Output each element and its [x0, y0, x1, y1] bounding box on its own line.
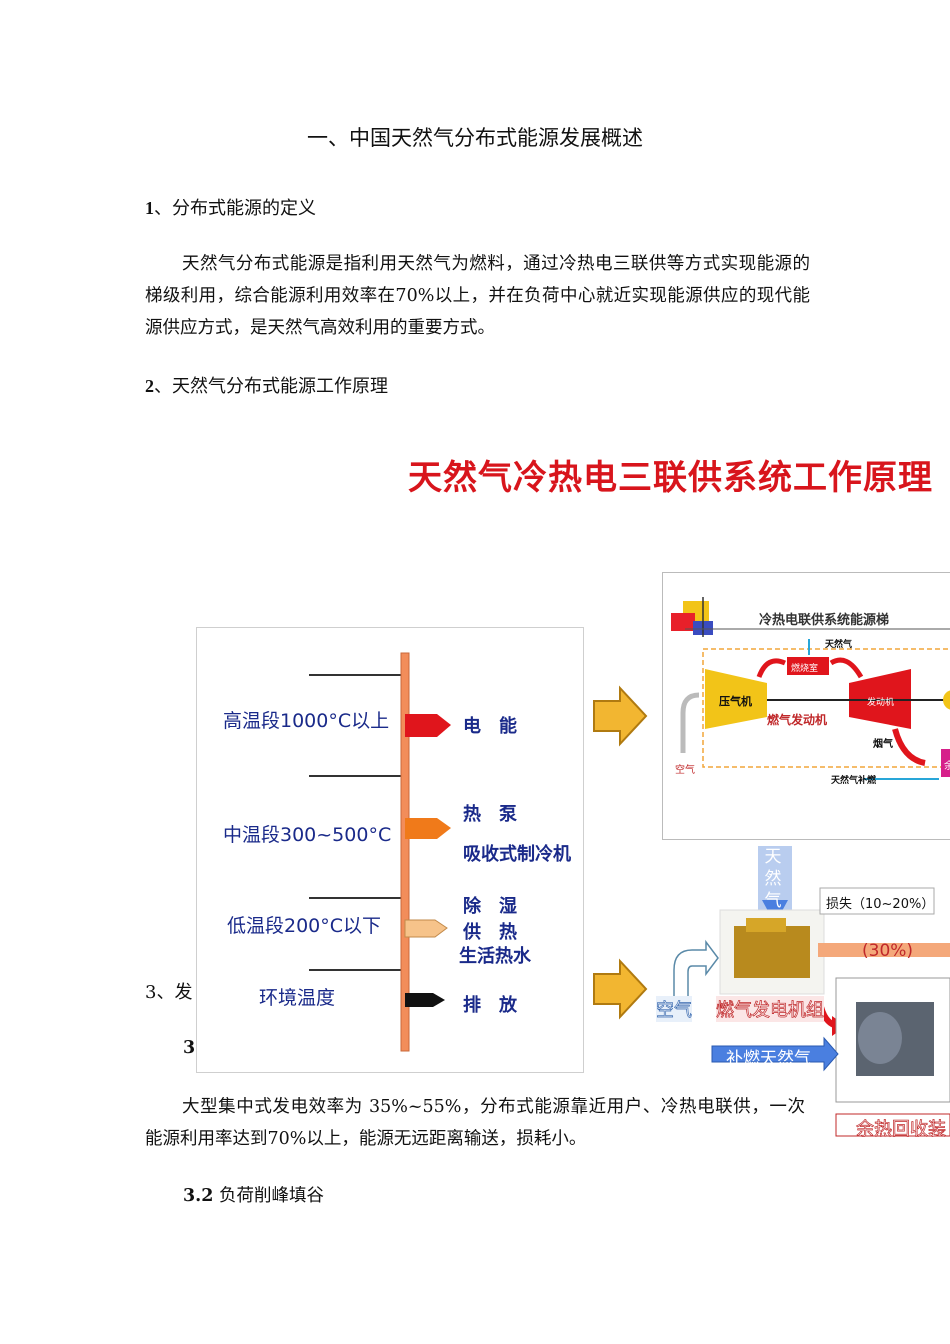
heat-recovery-label: 余热回收装: [856, 1119, 947, 1141]
definition-paragraph: 天然气分布式能源是指利用天然气为燃料，通过冷热电三联供等方式实现能源的梯级利用，…: [145, 254, 810, 338]
gas-engine-label: 燃气发动机: [767, 713, 828, 727]
generator-flow-diagram: [673, 846, 950, 1137]
loss-label: 损失（10~20%）: [826, 897, 935, 912]
high-temp-label: 高温段1000°C以上: [223, 710, 390, 732]
efficiency-paragraph: 大型集中式发电效率为 35%~55%，分布式能源靠近用户、冷热电联供，一次能源利…: [145, 1097, 805, 1149]
compressor-label: 压气机: [719, 695, 752, 708]
supplementary-gas-label: 天然气补燃: [831, 776, 877, 786]
gas-vertical-label: 天然气: [764, 847, 782, 911]
turbine-label: 发动机: [867, 698, 895, 708]
exhaust-label: 烟气: [873, 739, 893, 750]
use-absorption-chiller: 吸收式制冷机: [463, 844, 571, 865]
natural-gas-label: 天然气: [825, 640, 853, 650]
low-temp-label: 低温段200°C以下: [227, 915, 382, 937]
subsection-3-2-heading: 3.2 负荷削峰填谷: [183, 1186, 325, 1206]
air-label: 空气: [675, 765, 695, 776]
supplementary-gas-input-label: 补燃天然气: [726, 1049, 811, 1069]
use-dehumidify: 除 湿: [463, 896, 517, 917]
arrow-right-icon: [593, 958, 648, 1020]
use-hot-water: 生活热水: [459, 946, 531, 967]
diagram-title: 天然气冷热电三联供系统工作原理: [408, 458, 933, 498]
combustor-label: 燃烧室: [791, 664, 819, 674]
use-heat-pump: 热 泵: [463, 804, 517, 825]
mid-temp-label: 中温段300~500°C: [223, 824, 392, 846]
waste-heat-label: 余: [944, 761, 950, 772]
energy-cascade-diagram: 高温段1000°C以上 中温段300~500°C 低温段200°C以下 环境温度…: [196, 627, 584, 1073]
section-3-heading: 3、发: [145, 982, 193, 1003]
use-heating: 供 热: [463, 922, 517, 943]
ambient-temp-label: 环境温度: [259, 987, 336, 1009]
section-2-heading: 2、天然气分布式能源工作原理: [145, 376, 388, 397]
arrow-right-icon: [593, 685, 648, 747]
page-title: 一、中国天然气分布式能源发展概述: [307, 126, 643, 150]
cchp-header: 冷热电联供系统能源梯: [759, 613, 890, 628]
use-discharge: 排 放: [463, 995, 517, 1016]
generator-set-label: 燃气发电机组: [716, 996, 824, 1022]
use-electricity: 电 能: [463, 716, 517, 737]
cchp-schematic: 冷热电联供系统能源梯 天然气 燃烧室 压气机 发动机 燃气发动机 烟气 空气 天…: [662, 572, 950, 840]
percentage-label: (30%): [862, 941, 914, 961]
section-1-heading: 1、分布式能源的定义: [145, 198, 316, 219]
air-input-label: 空气: [656, 996, 692, 1022]
